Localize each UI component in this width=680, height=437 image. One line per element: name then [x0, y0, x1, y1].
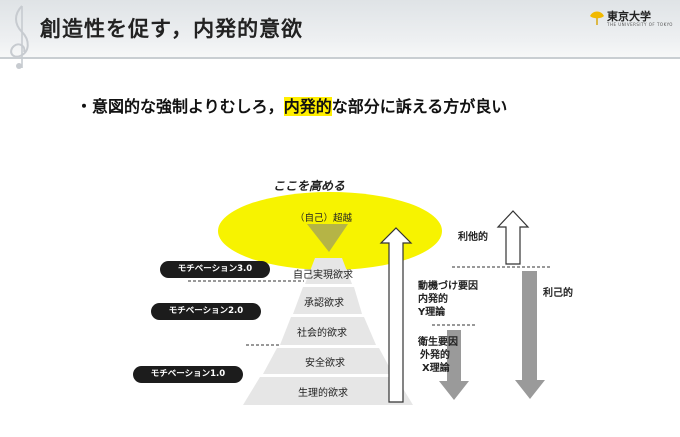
university-name: 東京大学: [607, 10, 651, 23]
motivator-label-1: 動機づけ要因: [418, 281, 478, 292]
level-label-safety: 安全欲求: [305, 358, 345, 369]
university-logo: 東京大学 THE UNIVERSITY OF TOKYO: [589, 8, 675, 32]
transcendence-hourglass: [307, 224, 348, 252]
motivation-3-0-badge: モチベーション3.0: [160, 261, 270, 278]
pyramid-level-5: [305, 258, 352, 284]
bullet-text-prefix: ・意図的な強制よりむしろ，: [76, 97, 284, 116]
header-band: [0, 0, 680, 58]
ellipse-caption: ここを高める: [273, 179, 346, 193]
motivator-label-2: 内発的: [418, 294, 448, 305]
transcendence-label: （自己）超越: [295, 213, 353, 224]
level-label-self-actualization: 自己実現欲求: [293, 270, 353, 281]
level-label-social: 社会的欲求: [297, 328, 347, 339]
bullet-point: ・意図的な強制よりむしろ，内発的な部分に訴える方が良い: [76, 93, 507, 117]
hygiene-label-1: 衛生要因: [418, 337, 458, 348]
motivation-2-0-badge: モチベーション2.0: [151, 303, 261, 320]
hygiene-label-3: X理論: [422, 363, 450, 374]
altruistic-label: 利他的: [458, 232, 488, 243]
bullet-text-suffix: な部分に訴える方が良い: [331, 97, 508, 116]
highlighted-keyword: 内発的: [283, 97, 332, 116]
selfish-label: 利己的: [543, 288, 573, 299]
pyramid-level-2: [263, 348, 393, 374]
pyramid-level-3: [280, 317, 376, 345]
selfish-down-arrow: [515, 271, 545, 399]
level-label-physiological: 生理的欲求: [298, 388, 348, 399]
university-subtitle: THE UNIVERSITY OF TOKYO: [607, 22, 673, 27]
header-divider: [0, 57, 680, 59]
hygiene-label-2: 外発的: [420, 350, 450, 361]
treble-clef-icon: [10, 5, 29, 69]
motivator-up-arrow: [379, 227, 413, 403]
page-title: 創造性を促す，内発的意欲: [40, 17, 304, 41]
motivator-label-3: Y理論: [418, 307, 446, 318]
pyramid-level-1: [243, 377, 413, 405]
level-label-esteem: 承認欲求: [304, 298, 344, 309]
pyramid-level-4: [293, 287, 362, 314]
motivation-1-0-badge: モチベーション1.0: [133, 366, 243, 383]
altruistic-up-arrow: [496, 210, 530, 265]
ginkgo-icon: [590, 11, 604, 25]
hygiene-down-arrow: [439, 330, 469, 400]
